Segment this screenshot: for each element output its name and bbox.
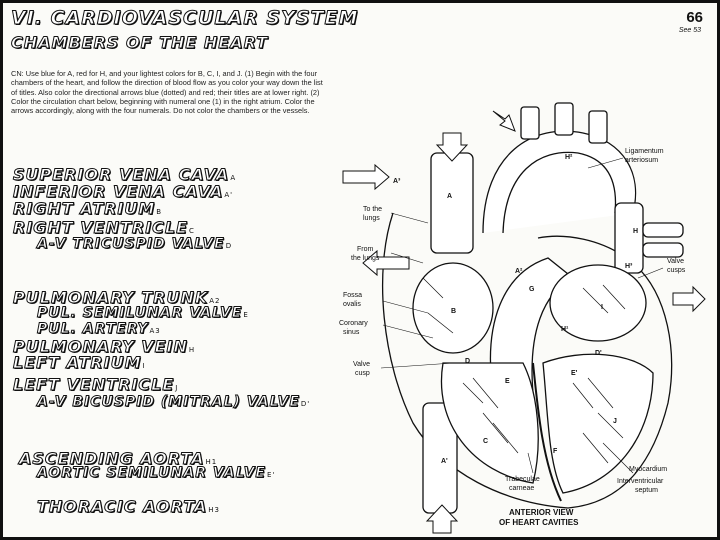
superior-vena-cava bbox=[430, 152, 474, 254]
letter-h1: H¹ bbox=[561, 326, 569, 333]
label-valve-right: Valve bbox=[667, 258, 684, 265]
letter-i: I bbox=[601, 304, 603, 311]
letter-a: A bbox=[447, 193, 452, 200]
arrow-to-lungs bbox=[342, 163, 390, 191]
term-right-atrium: RIGHT ATRIUMB bbox=[12, 199, 163, 219]
right-ventricle bbox=[440, 362, 539, 484]
left-ventricle bbox=[542, 353, 654, 494]
term-left-atrium: LEFT ATRIUMI bbox=[13, 353, 146, 373]
aortic-arch bbox=[482, 130, 637, 234]
label-heart-cavities: OF HEART CAVITIES bbox=[499, 518, 579, 527]
label-to-the: To the bbox=[363, 206, 382, 213]
letter-d: D bbox=[465, 358, 470, 365]
interventricular-septum bbox=[532, 362, 562, 502]
left-subclavian bbox=[588, 110, 608, 144]
coloring-instructions: CN: Use blue for A, red for H, and your … bbox=[11, 69, 323, 115]
label-valve: Valve bbox=[353, 361, 370, 368]
page-number: 66 bbox=[686, 9, 703, 26]
arrow-from-lungs bbox=[362, 249, 410, 277]
term-inferior-vena-cava: INFERIOR VENA CAVAA' bbox=[12, 182, 234, 202]
term-thoracic-aorta: THORACIC AORTAH3 bbox=[36, 497, 220, 517]
label-trabeculae: Trabeculae bbox=[505, 476, 540, 483]
term-pulmonary-trunk: PULMONARY TRUNKA2 bbox=[12, 288, 221, 308]
letter-b: B bbox=[451, 308, 456, 315]
right-atrium bbox=[412, 262, 494, 354]
term-aortic-semilunar-valve: AORTIC SEMILUNAR VALVEE' bbox=[37, 465, 276, 482]
label-cusps-right: cusps bbox=[667, 267, 686, 274]
letter-f: F bbox=[553, 448, 558, 455]
label-carneae: carneae bbox=[509, 485, 534, 492]
letter-a3: A³ bbox=[393, 178, 401, 185]
arrow-right-lower bbox=[672, 285, 706, 313]
label-fossa: Fossa bbox=[343, 292, 362, 299]
pulmonary-vein-upper bbox=[642, 222, 684, 238]
thoracic-aorta bbox=[614, 202, 644, 274]
label-septum: septum bbox=[635, 487, 658, 494]
letter-a2: A² bbox=[515, 268, 523, 275]
term-pulmonary-vein: PULMONARY VEINH bbox=[13, 337, 196, 357]
label-myocardium: Myocardium bbox=[629, 466, 667, 473]
label-sinus: sinus bbox=[343, 329, 360, 336]
term-left-ventricle: LEFT VENTRICLEJ bbox=[12, 375, 179, 395]
label-the-lungs: the lungs bbox=[351, 255, 380, 262]
arrow-ivc-in bbox=[425, 504, 459, 534]
term-superior-vena-cava: SUPERIOR VENA CAVAA bbox=[12, 165, 237, 185]
brachiocephalic-trunk bbox=[520, 106, 540, 140]
letter-e-prime: E' bbox=[571, 370, 578, 377]
left-common-carotid bbox=[554, 102, 574, 136]
letter-a-prime: A' bbox=[441, 458, 448, 465]
letter-g: G bbox=[529, 286, 535, 293]
letter-h: H bbox=[633, 228, 638, 235]
page-title: VI. CARDIOVASCULAR SYSTEM bbox=[10, 7, 359, 30]
heart-cavities-diagram: A A' A² A³ B C D D' E E' F G H H¹ H² H³ … bbox=[339, 102, 706, 534]
letter-h3: H³ bbox=[625, 263, 633, 270]
term-right-ventricle: RIGHT VENTRICLEC bbox=[12, 218, 195, 238]
label-ligamentum: Ligamentum bbox=[625, 148, 664, 155]
term-ascending-aorta: ASCENDING AORTAH1 bbox=[18, 449, 218, 469]
label-lungs: lungs bbox=[363, 215, 380, 222]
see-reference: See 53 bbox=[678, 27, 701, 34]
arrow-svc-in bbox=[435, 132, 469, 162]
letter-c: C bbox=[483, 438, 488, 445]
page-subtitle: CHAMBERS OF THE HEART bbox=[10, 33, 269, 53]
label-interventricular: Interventricular bbox=[617, 478, 664, 485]
label-arteriosum: arteriosum bbox=[625, 157, 658, 164]
letter-h2: H² bbox=[565, 154, 573, 161]
letter-d-prime: D' bbox=[595, 350, 602, 357]
label-ovalis: ovalis bbox=[343, 301, 361, 308]
letter-e: E bbox=[505, 378, 510, 385]
letter-j: J bbox=[613, 418, 617, 425]
term-tricuspid-valve: A-V TRICUSPID VALVED bbox=[37, 236, 233, 253]
term-pulmonary-artery: PUL. ARTERYA3 bbox=[36, 321, 161, 338]
label-anterior-view: ANTERIOR VIEW bbox=[509, 508, 574, 517]
arrow-top-left bbox=[492, 110, 516, 132]
term-pulmonary-semilunar-valve: PUL. SEMILUNAR VALVEE bbox=[36, 305, 249, 322]
label-cusp: cusp bbox=[355, 370, 370, 377]
label-coronary: Coronary bbox=[339, 320, 368, 327]
pulmonary-vein-lower bbox=[642, 242, 684, 258]
term-bicuspid-valve: A-V BICUSPID (MITRAL) VALVED' bbox=[37, 394, 311, 411]
label-from: From bbox=[357, 246, 374, 253]
